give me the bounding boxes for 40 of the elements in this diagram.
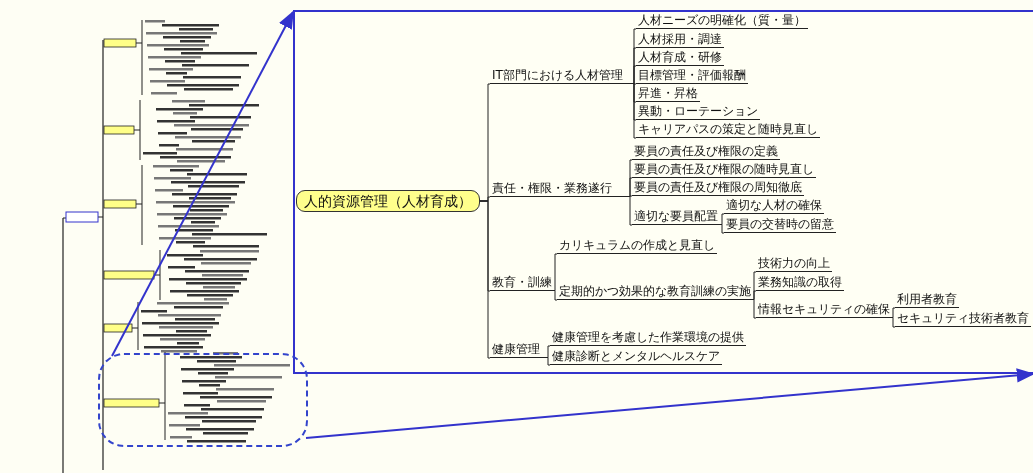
topic-label: 人材ニーズの明確化（質・量） — [636, 12, 808, 29]
branch-line — [891, 317, 896, 328]
topic-label: 目標管理・評価報酬 — [636, 67, 748, 84]
topic-label: 定期的かつ効果的な教育訓練の実施 — [557, 283, 753, 300]
branch-line — [719, 213, 725, 225]
topic-label: 人材育成・研修 — [636, 49, 724, 66]
branch-line — [624, 83, 637, 139]
topic-label: 適切な人材の確保 — [724, 197, 824, 214]
topic-label: セキュリティ技術者教育 — [895, 310, 1031, 327]
topic-label: 人材採用・調達 — [636, 31, 724, 48]
topic-label: 責任・権限・業務遂行 — [490, 180, 614, 197]
topic-label: 要員の責任及び権限の定義 — [632, 143, 780, 160]
branch-line — [719, 224, 725, 234]
topic-label: 要員の責任及び権限の周知徹底 — [632, 179, 804, 196]
topic-label: 健康管理 — [490, 341, 542, 358]
branch-line — [891, 307, 896, 318]
topic-label: 昇進・昇格 — [636, 85, 700, 102]
topic-label: 異動・ローテーション — [636, 103, 760, 120]
topic-label: 健康診断とメンタルヘルスケア — [550, 348, 722, 365]
topic-label: 要員の責任及び権限の随時見直し — [632, 161, 816, 178]
branch-line — [479, 200, 491, 359]
zoom-arrow — [111, 10, 294, 357]
branch-line — [752, 299, 757, 319]
branch-line — [553, 253, 558, 291]
topic-label: キャリアパスの策定と随時見直し — [636, 121, 820, 138]
topic-label: 利用者教育 — [895, 291, 959, 308]
zoom-panel — [293, 10, 1033, 374]
topic-label: カリキュラムの作成と見直し — [557, 237, 717, 254]
topic-label: 情報セキュリティの確保 — [756, 301, 892, 318]
topic-label: IT部門における人材管理 — [490, 67, 625, 84]
topic-label: 技術力の向上 — [756, 255, 832, 272]
branch-line — [553, 290, 558, 301]
topic-label: 業務知識の取得 — [756, 274, 844, 291]
topic-label: 健康管理を考慮した作業環境の提供 — [550, 329, 746, 346]
topic-label: 教育・訓練 — [490, 274, 554, 291]
zoom-arrow — [305, 368, 1033, 439]
branch-line — [752, 290, 757, 300]
root-topic: 人的資源管理（人材育成） — [296, 190, 480, 212]
topic-label: 要員の交替時の留意 — [724, 216, 836, 233]
topic-label: 適切な要員配置 — [632, 208, 720, 225]
